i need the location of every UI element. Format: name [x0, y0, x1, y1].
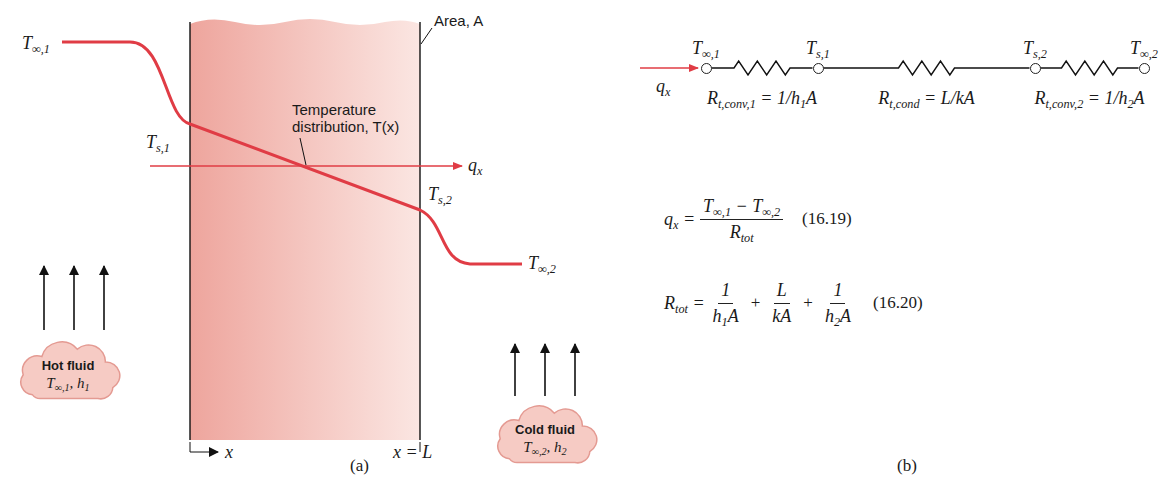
thermal-resistor: [712, 61, 813, 75]
flow-arrows: [44, 266, 575, 396]
thermal-resistor: [1041, 61, 1139, 75]
axis-label: x = L: [393, 442, 432, 463]
cloud-heading: Hot fluid: [42, 358, 95, 374]
temperature-curve: [62, 42, 522, 264]
equation-term: Rtot =: [664, 293, 705, 314]
heat-flow-arrow: [150, 165, 462, 166]
heat-flow-arrow: [640, 67, 698, 68]
circuit-node: T∞,1: [701, 63, 712, 74]
denominator: h2A: [822, 304, 854, 327]
area-label: Area, A: [434, 12, 483, 29]
distribution-label: Temperature distribution, T(x): [292, 101, 424, 136]
temperature-label: T∞,1: [22, 33, 50, 54]
numerator: 1: [830, 280, 845, 304]
node-label: T∞,2, h2: [523, 438, 566, 456]
resistance-label: Rt,conv,2 = 1/h2A: [1034, 88, 1144, 109]
equation-number: +: [803, 293, 813, 313]
node-label: T∞,1, h1: [46, 374, 89, 392]
resistance-label: Rt,conv,1 = 1/h1A: [707, 88, 817, 109]
denominator: kA: [769, 304, 794, 327]
equation-number: (16.20): [873, 293, 923, 313]
numerator: 1: [718, 280, 733, 304]
fraction: 1h1A: [710, 280, 742, 326]
fraction: 1h2A: [822, 280, 854, 326]
node-label: T∞,2: [1130, 38, 1158, 59]
equation-term: qx =: [664, 209, 695, 230]
denominator: Rtot: [727, 220, 757, 243]
heat-rate-label: qx: [468, 155, 482, 176]
fraction: T∞,1 − T∞,2Rtot: [700, 196, 783, 242]
equation: Rtot =1h1A+LkA+1h2A(16.20): [664, 280, 923, 326]
x-axis: [190, 442, 218, 452]
panel-label: (a): [350, 456, 369, 476]
wall-face: [189, 22, 190, 440]
temperature-label: Ts,2: [428, 184, 452, 205]
equation-number: +: [751, 293, 761, 313]
circuit-node: T∞,2: [1139, 63, 1150, 74]
circuit-node: Ts,1: [813, 63, 824, 74]
resistance-label: Rt,cond = L/kA: [878, 88, 974, 109]
temperature-label: T∞,2: [528, 253, 556, 274]
numerator: L: [774, 280, 790, 304]
heat-rate-label: qx: [656, 76, 670, 97]
axis-label: x: [225, 442, 233, 463]
thermal-resistor: [824, 61, 1030, 75]
node-label: T∞,1: [692, 38, 720, 59]
circuit-node: Ts,2: [1030, 63, 1041, 74]
equation: qx =T∞,1 − T∞,2Rtot (16.19): [664, 196, 852, 242]
node-label: Ts,2: [1023, 38, 1047, 59]
wall-face: [419, 22, 420, 440]
wall: [190, 19, 420, 440]
fraction: LkA: [769, 280, 794, 326]
cloud-heading: Cold fluid: [515, 422, 575, 438]
equation-number: (16.19): [802, 209, 852, 229]
temperature-label: Ts,1: [146, 132, 170, 153]
fluid-cloud: Hot fluidT∞,1, h1: [12, 340, 124, 404]
node-label: Ts,1: [806, 38, 830, 59]
denominator: h1A: [710, 304, 742, 327]
numerator: T∞,1 − T∞,2: [700, 196, 783, 220]
panel-label: (b): [897, 456, 917, 476]
leader-line: [421, 28, 432, 44]
leader-line: [300, 138, 306, 165]
fluid-cloud: Cold fluidT∞,2, h2: [489, 404, 601, 468]
